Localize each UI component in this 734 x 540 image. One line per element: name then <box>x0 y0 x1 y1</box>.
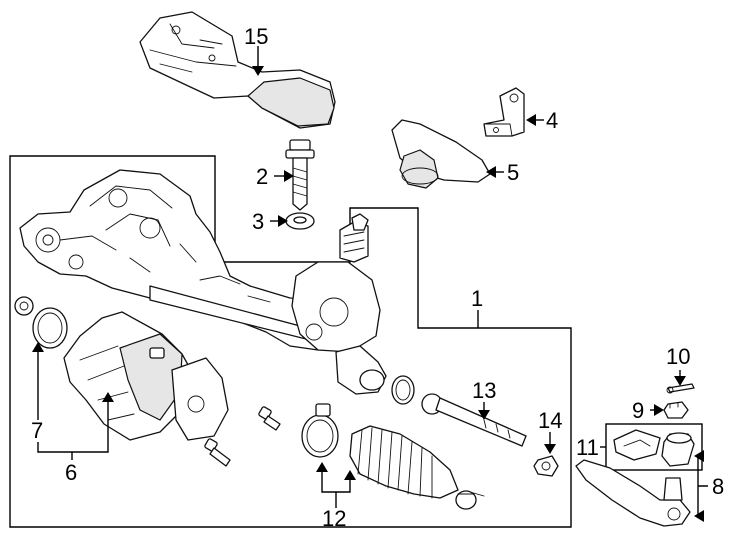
rack-boot <box>349 425 485 510</box>
cotter-pin <box>666 383 695 394</box>
callout-8: 8 <box>712 474 724 499</box>
callout-15: 15 <box>244 24 268 49</box>
bracket <box>483 87 525 137</box>
callout-3: 3 <box>252 209 264 234</box>
callout-14: 14 <box>538 408 562 433</box>
outer-boot-kit <box>605 423 703 471</box>
assembly-frame <box>9 155 572 528</box>
pinion-gear <box>14 296 34 316</box>
dust-seal <box>391 119 491 189</box>
callout-1: 1 <box>471 286 483 311</box>
o-ring <box>32 307 68 349</box>
callout-13: 13 <box>472 378 496 403</box>
callout-10: 10 <box>666 344 690 369</box>
motor-bolt-upper <box>258 406 281 431</box>
boot-clamp <box>301 403 339 458</box>
steering-rack-assembly <box>19 169 387 395</box>
washer <box>285 212 315 230</box>
callout-11: 11 <box>576 435 599 460</box>
motor-bolt-lower <box>204 438 231 467</box>
callout-5: 5 <box>507 160 519 185</box>
inner-tie-rod <box>421 393 527 447</box>
jam-nut <box>533 455 559 477</box>
callout-7: 7 <box>31 418 43 443</box>
splash-shield <box>139 11 336 129</box>
callout-12: 12 <box>322 506 346 531</box>
pinion-o-ring <box>391 375 415 405</box>
outer-tie-rod-end <box>575 459 691 527</box>
callout-4: 4 <box>546 108 558 133</box>
callout-2: 2 <box>256 164 268 189</box>
mounting-bolt <box>285 139 315 211</box>
callout-6: 6 <box>65 460 77 485</box>
callout-9: 9 <box>632 398 644 423</box>
electric-motor <box>63 311 229 441</box>
castle-nut <box>663 401 689 419</box>
